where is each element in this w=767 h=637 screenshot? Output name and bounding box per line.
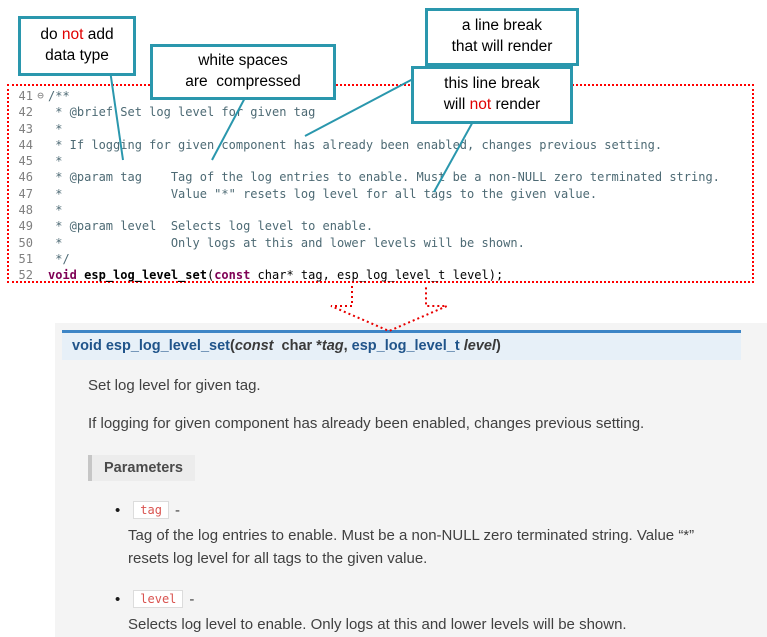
line-number: 46 <box>18 170 33 185</box>
code-text: * @param level Selects log level to enab… <box>48 219 374 234</box>
code-line: 45 * <box>9 153 752 169</box>
callout-text: data type <box>45 47 109 64</box>
line-number: 44 <box>18 137 33 152</box>
line-number: 48 <box>18 203 33 218</box>
code-text: void esp_log_level_set(const char* tag, … <box>48 268 504 283</box>
callout-line-break-renders: a line break that will render <box>425 8 579 66</box>
code-text: /** <box>48 89 70 103</box>
bullet-icon: • <box>115 501 121 519</box>
param-name-chip: level <box>133 590 184 608</box>
code-text: * <box>48 203 63 218</box>
code-text: * <box>48 121 63 136</box>
fold-column <box>33 218 48 234</box>
callout-text: will not render <box>443 96 541 113</box>
param-description: Tag of the log entries to enable. Must b… <box>128 527 695 567</box>
param-dash: - <box>174 501 180 519</box>
code-line: 48 * <box>9 202 752 218</box>
fold-column <box>33 137 48 153</box>
callout-text: white spaces <box>198 52 288 70</box>
code-text: * Value "*" resets log level for all tag… <box>48 186 598 201</box>
code-line: 50 * Only logs at this and lower levels … <box>9 235 752 251</box>
code-line: 46 * @param tag Tag of the log entries t… <box>9 169 752 185</box>
code-text: * @brief Set log level for given tag <box>48 105 316 120</box>
parameter-item-level: • level - <box>115 590 767 608</box>
detailed-description: If logging for given component has alrea… <box>88 414 645 432</box>
callout-whitespace-compressed: white spaces are compressed <box>150 44 336 100</box>
source-code-block: 41 ⊖ /** 42 * @brief Set log level for giv… <box>7 84 754 283</box>
code-text: */ <box>48 251 70 266</box>
callout-line-break-not-render: this line break will not render <box>411 66 573 124</box>
code-text: * If logging for given component has alr… <box>48 137 663 152</box>
callout-no-data-type: do not add data type <box>18 16 136 76</box>
code-line: 49 * @param level Selects log level to e… <box>9 218 752 234</box>
code-line: 44 * If logging for given component has … <box>9 137 752 153</box>
rendered-docs-panel: void esp_log_level_set(const char *tag, … <box>55 323 767 637</box>
code-line: 51 */ <box>9 251 752 267</box>
bullet-icon: • <box>115 590 121 608</box>
line-number: 52 <box>18 268 33 283</box>
line-number: 49 <box>18 219 33 234</box>
callout-text: that will render <box>451 38 553 55</box>
code-line: 43 * <box>9 121 752 137</box>
callout-text: this line break <box>444 75 540 93</box>
fold-column <box>33 104 48 120</box>
callout-text: do not add <box>40 26 114 44</box>
fold-column <box>33 186 48 202</box>
fold-column <box>33 121 48 137</box>
fold-column <box>33 267 48 283</box>
line-number: 50 <box>18 235 33 250</box>
param-name-chip: tag <box>133 501 169 519</box>
line-number: 47 <box>18 186 33 201</box>
fold-column <box>33 251 48 267</box>
code-line: 41 ⊖ /** <box>9 88 752 104</box>
callout-text: a line break <box>461 17 543 35</box>
code-line: 42 * @brief Set log level for given tag <box>9 104 752 120</box>
function-signature-bar: void esp_log_level_set(const char *tag, … <box>62 330 741 360</box>
brief-description: Set log level for given tag. <box>88 377 261 394</box>
line-number: 43 <box>18 121 33 136</box>
line-number: 41 <box>18 89 33 103</box>
code-line: 47 * Value "*" resets log level for all … <box>9 186 752 202</box>
line-number: 42 <box>18 105 33 120</box>
line-number: 51 <box>18 251 33 266</box>
code-text: * <box>48 154 63 169</box>
fold-column <box>33 153 48 169</box>
param-description: Selects log level to enable. Only logs a… <box>128 616 627 633</box>
parameters-label: Parameters <box>88 455 195 481</box>
fold-column <box>33 202 48 218</box>
callout-text: are compressed <box>185 73 301 90</box>
line-number: 45 <box>18 154 33 169</box>
code-text: * @param tag Tag of the log entries to e… <box>48 170 720 185</box>
fold-column <box>33 235 48 251</box>
code-text: * Only logs at this and lower levels wil… <box>48 235 525 250</box>
code-line-function-declaration: 52 void esp_log_level_set(const char* tag… <box>9 267 752 283</box>
parameter-item-tag: • tag - <box>115 501 767 519</box>
fold-column <box>33 169 48 185</box>
fold-collapse-icon[interactable]: ⊖ <box>37 89 44 102</box>
param-dash: - <box>189 590 195 608</box>
